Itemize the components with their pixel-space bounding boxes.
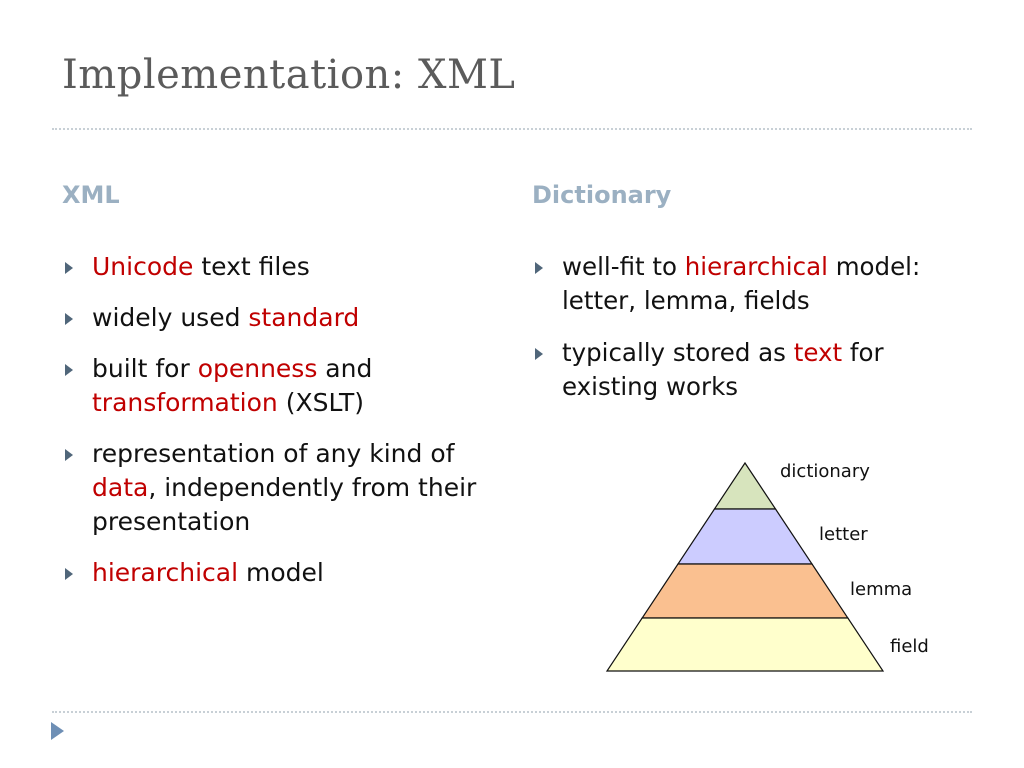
pyramid-level-field — [605, 617, 885, 672]
bullet-arrow-icon — [535, 262, 543, 274]
bullet-text: (XSLT) — [277, 388, 364, 417]
left-bullet-list: Unicode text files widely used standard bu… — [62, 250, 502, 607]
highlighted-term: standard — [248, 303, 360, 332]
bullet-text: widely used — [92, 303, 249, 332]
bullet-item: hierarchical model — [62, 556, 502, 590]
bullet-item: representation of any kind of data, inde… — [62, 437, 502, 539]
highlighted-term: openness — [197, 354, 318, 383]
title-divider — [52, 128, 972, 130]
bullet-arrow-icon — [65, 449, 73, 461]
highlighted-term: hierarchical — [684, 252, 828, 281]
highlighted-term: transformation — [92, 388, 278, 417]
right-column-heading: Dictionary — [532, 181, 672, 209]
pyramid-label-dictionary: dictionary — [780, 461, 870, 482]
bullet-text: and — [317, 354, 373, 383]
slide-title: Implementation: XML — [62, 52, 516, 98]
highlighted-term: text — [793, 338, 843, 367]
bullet-arrow-icon — [65, 262, 73, 274]
pyramid-label-letter: letter — [819, 524, 868, 545]
bullet-text: for existing works — [562, 338, 884, 401]
bullet-text: model — [238, 558, 324, 587]
bullet-text: typically stored as — [562, 338, 794, 367]
bullet-item: built for openness and transformation (X… — [62, 352, 502, 420]
bullet-arrow-icon — [65, 568, 73, 580]
bullet-arrow-icon — [65, 364, 73, 376]
hierarchy-pyramid: dictionary letter lemma field — [605, 461, 929, 672]
pyramid-level-dictionary — [713, 461, 777, 510]
left-column-heading: XML — [62, 181, 120, 209]
pyramid-label-field: field — [890, 636, 929, 657]
pyramid-level-letter — [676, 508, 814, 565]
highlighted-term: Unicode — [92, 252, 194, 281]
right-bullet-list: well-fit to hierarchical model: letter, … — [532, 250, 972, 422]
pyramid-label-lemma: lemma — [850, 579, 912, 600]
bullet-item: Unicode text files — [62, 250, 502, 284]
bullet-text: text files — [193, 252, 310, 281]
bullet-item: typically stored as text for existing wo… — [532, 336, 972, 404]
bullet-text: built for — [92, 354, 198, 383]
footer-divider — [52, 711, 972, 713]
bullet-text: representation of any kind of — [92, 439, 455, 468]
bullet-text: , independently from their presentation — [92, 473, 477, 536]
bullet-arrow-icon — [65, 313, 73, 325]
highlighted-term: hierarchical — [92, 558, 239, 587]
bullet-text: well-fit to — [562, 252, 685, 281]
bullet-text: model: letter, lemma, fields — [562, 252, 921, 315]
bullet-item: well-fit to hierarchical model: letter, … — [532, 250, 972, 318]
pyramid-level-lemma — [641, 563, 849, 619]
next-slide-arrow-icon[interactable] — [51, 722, 64, 740]
bullet-item: widely used standard — [62, 301, 502, 335]
bullet-arrow-icon — [535, 348, 543, 360]
highlighted-term: data — [92, 473, 149, 502]
